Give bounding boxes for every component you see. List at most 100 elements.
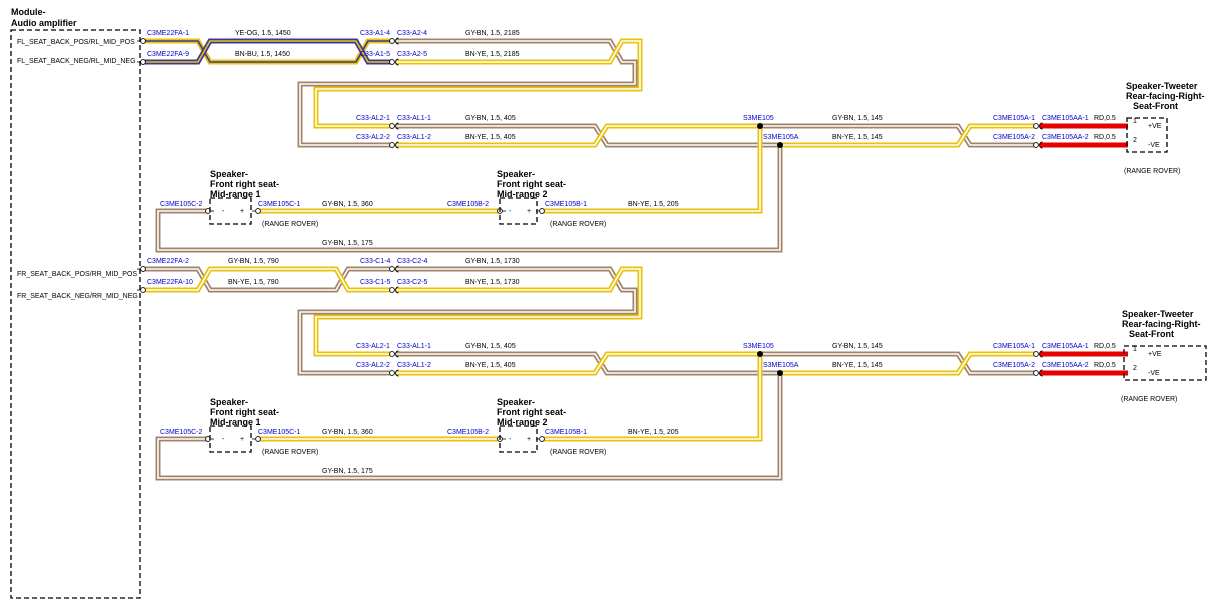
wire-label: GY-BN, 1.5, 175: [322, 468, 373, 475]
wire-label: GY-BN, 1.5, 790: [228, 258, 279, 265]
tweeter-pin: 2: [1133, 137, 1137, 144]
mid2-polarity: +: [527, 208, 531, 215]
parts-layer: [137, 37, 1207, 453]
splice-dot: [757, 123, 763, 129]
wire-label: BN-YE, 1.5, 2185: [465, 51, 520, 58]
tweeter-polarity: +VE: [1148, 123, 1162, 130]
connector-label: C3ME105AA-2: [1042, 362, 1089, 369]
connector-label: C33-AL2-1: [356, 115, 390, 122]
wire-seg1-pos: [143, 38, 392, 65]
wire-label: GY-BN, 1.5, 360: [322, 201, 373, 208]
tweeter-pin: 2: [1133, 365, 1137, 372]
connector-label: C3ME105A-1: [993, 115, 1035, 122]
wire-label: GY-BN, 1.5, 175: [322, 240, 373, 247]
inline-connector-1: [389, 58, 399, 66]
connector-label: C3ME105B-2: [447, 201, 489, 208]
mid1-polarity: +: [240, 436, 244, 443]
mid1-polarity: +: [240, 208, 244, 215]
wire-label: BN-YE, 1.5, 405: [465, 362, 516, 369]
tweeter-title: Rear-facing-Right-: [1126, 91, 1205, 101]
connector-label: C3ME105B-2: [447, 429, 489, 436]
wire-return: [155, 145, 783, 253]
splice-label: S3ME105A: [763, 362, 799, 369]
tweeter-title: Speaker-Tweeter: [1122, 309, 1194, 319]
wire-seg2-return-neg: [297, 81, 624, 148]
mid2-note: (RANGE ROVER): [550, 449, 606, 456]
connector-label: C3ME22FA-2: [147, 258, 189, 265]
wire-label: GY-BN, 1.5, 2185: [465, 30, 520, 37]
inline-connector-1: [389, 265, 399, 273]
connector-label: C3ME105C-2: [160, 201, 203, 208]
connector-label: C33-A1-4: [360, 30, 390, 37]
connector-label: C33-AL1-1: [397, 343, 431, 350]
inline-connector-2: [389, 350, 399, 358]
connector-label: C33-C1-5: [360, 279, 390, 286]
inline-connector-1: [389, 37, 399, 45]
wire-seg2-neg: [396, 38, 643, 92]
wire-seg1-pos: [143, 266, 392, 293]
module-pin-label: FL_SEAT_BACK_POS/RL_MID_POS: [17, 39, 135, 46]
connector-label: C3ME105B-1: [545, 429, 587, 436]
connector-label: C33-A2-5: [397, 51, 427, 58]
wire-label: BN-YE, 1.5, 145: [832, 362, 883, 369]
module-pin-label: FL_SEAT_BACK_NEG/RL_MID_NEG: [17, 58, 136, 65]
mid2-title: Speaker-: [497, 169, 535, 179]
wire-seg2-pos: [396, 38, 638, 87]
wire-label: GY-BN, 1.5, 145: [832, 343, 883, 350]
connector-label: C3ME105AA-1: [1042, 115, 1089, 122]
wire-label: BN-YE, 1.5, 205: [628, 429, 679, 436]
wire-seg2-return-pos: [313, 314, 624, 357]
wire-seg1-neg: [143, 38, 392, 65]
module-pin-label: FR_SEAT_BACK_NEG/RR_MID_NEG: [17, 293, 138, 300]
tweeter-pin: 1: [1133, 118, 1137, 125]
wires-layer: [143, 38, 1128, 481]
splice-dot: [777, 142, 783, 148]
module-title: Module-: [11, 7, 46, 17]
tweeter-note: (RANGE ROVER): [1124, 168, 1180, 175]
connector-label: C3ME105B-1: [545, 201, 587, 208]
tweeter-polarity: -VE: [1148, 142, 1160, 149]
wire-seg2-return-pos: [313, 86, 624, 129]
wire-label: BN-YE, 1.5, 790: [228, 279, 279, 286]
mid1-terminal: [252, 208, 261, 214]
wire-seg2-neg: [396, 266, 643, 320]
mid2-terminal: [497, 208, 506, 214]
mid1-note: (RANGE ROVER): [262, 221, 318, 228]
speaker-tweeter-box: [1126, 117, 1168, 153]
connector-label: C3ME105A-2: [993, 362, 1035, 369]
wire-seg2-pos: [396, 266, 638, 315]
wire-label: BN-YE, 1.5, 205: [628, 201, 679, 208]
mid2-title: Mid-range 2: [497, 189, 548, 199]
tweeter-note: (RANGE ROVER): [1121, 396, 1177, 403]
wire-label: RD,0.5: [1094, 115, 1116, 122]
wire-label: BN-BU, 1.5, 1450: [235, 51, 290, 58]
inline-connector-2: [389, 141, 399, 149]
mid1-title: Front right seat-: [210, 407, 279, 417]
amp-pin-terminal: [137, 266, 146, 272]
splice-label: S3ME105: [743, 115, 774, 122]
wire-seg1-neg: [143, 266, 392, 293]
mid2-polarity: +: [527, 436, 531, 443]
connector-label: C3ME22FA-1: [147, 30, 189, 37]
mid1-polarity: -: [222, 436, 225, 443]
mid2-terminal: [536, 436, 545, 442]
connector-label: C3ME105AA-1: [1042, 343, 1089, 350]
module-box: [10, 29, 141, 599]
splice-label: S3ME105: [743, 343, 774, 350]
speaker-tweeter-box: [1123, 345, 1207, 381]
splice-dot: [757, 351, 763, 357]
wire-label: BN-YE, 1.5, 405: [465, 134, 516, 141]
mid1-title: Front right seat-: [210, 179, 279, 189]
module-pin-label: FR_SEAT_BACK_POS/RR_MID_POS: [17, 271, 137, 278]
mid2-terminal: [497, 436, 506, 442]
mid2-polarity: -: [509, 208, 512, 215]
mid1-polarity: -: [222, 208, 225, 215]
speaker-mid1-box: [209, 425, 252, 453]
amp-pin-terminal: [137, 59, 146, 65]
wire-label: RD,0.5: [1094, 134, 1116, 141]
wire-label: RD,0.5: [1094, 362, 1116, 369]
wire-seg4-neg: [780, 351, 1036, 376]
inline-connector-1: [389, 286, 399, 294]
